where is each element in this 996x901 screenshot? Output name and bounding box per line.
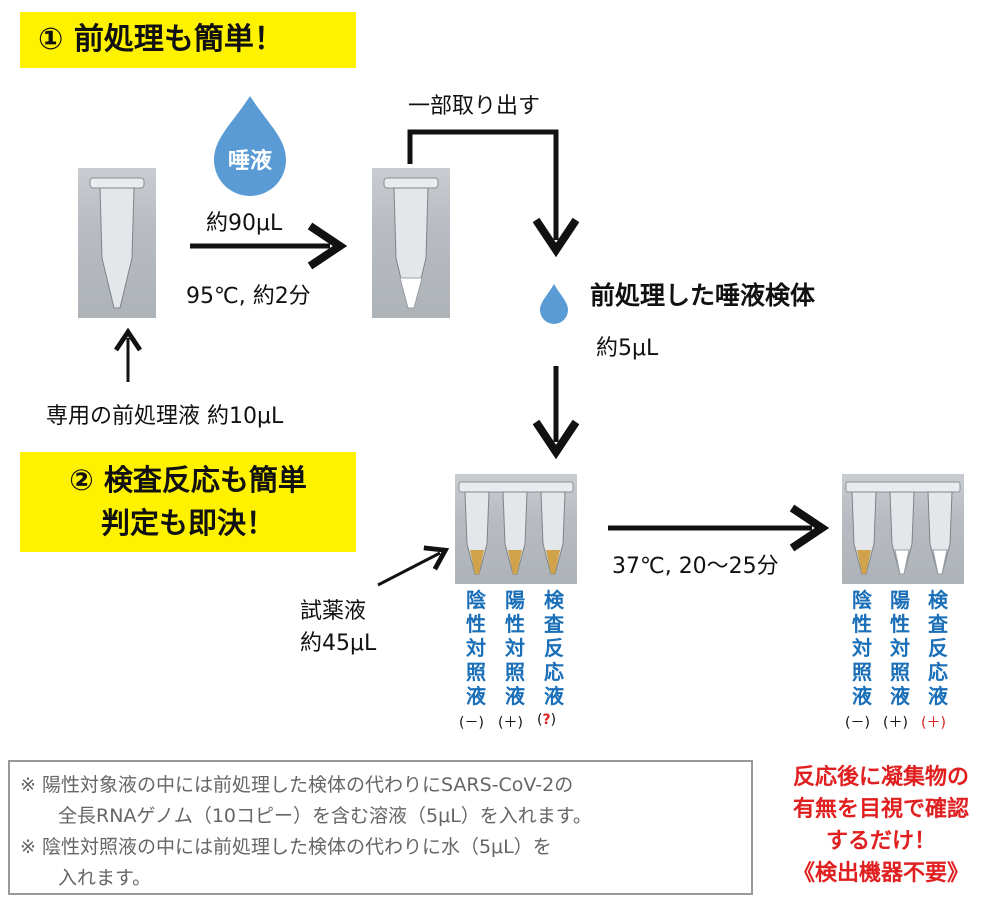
step2-title-line1: ② 検査反応も簡単 [69, 463, 307, 497]
tube-saliva-icon [383, 177, 439, 309]
tube-strip-before-icon [458, 481, 574, 575]
tube-label-negative-before: 陰性対照液 [466, 588, 486, 708]
conclusion-line: するだけ！ [825, 829, 936, 854]
tube-photo-saliva [372, 168, 450, 318]
step2-banner: ② 検査反応も簡単 判定も即決！ [20, 452, 356, 552]
reagent-label: 試薬液 約45μL [300, 596, 376, 660]
tube-label-test-after: 検査反応液 [928, 588, 948, 708]
tube-label-positive-after: 陽性対照液 [890, 588, 910, 708]
tube-strip-after-icon [845, 481, 961, 575]
processed-drop-icon [540, 284, 568, 324]
note-line: ※ 陽性対象液の中には前処理した検体の代わりにSARS-CoV-2の [20, 774, 574, 796]
step1-title: ① 前処理も簡単！ [38, 22, 284, 57]
tube-label-positive-before: 陽性対照液 [505, 588, 525, 708]
saliva-drop-label: 唾液 [227, 149, 272, 174]
take-part-label: 一部取り出す [408, 94, 541, 119]
arrow-take-part [407, 129, 580, 258]
heat-condition-label: 95℃, 約2分 [186, 284, 311, 309]
volume-5-label: 約5μL [596, 336, 659, 361]
processed-sample-label: 前処理した唾液検体 [590, 281, 816, 310]
conclusion-line: 《検出機器不要》 [792, 861, 969, 886]
tube-label-negative-after: 陰性対照液 [852, 588, 872, 708]
saliva-drop-icon [214, 96, 286, 196]
volume-90-label: 約90μL [206, 211, 283, 236]
sign-negative-after: (－) [845, 715, 870, 731]
note-line: 入れます。 [20, 867, 152, 889]
tube-label-test-before: 検査反応液 [544, 588, 564, 708]
tube-empty-icon [89, 177, 145, 309]
sign-test-before: (?) [537, 712, 557, 728]
conclusion-text: 反応後に凝集物の 有無を目視で確認 するだけ！ 《検出機器不要》 [766, 762, 996, 890]
note-line: ※ 陰性対照液の中には前処理した検体の代わりに水（5μL）を [20, 836, 552, 858]
note-line: 全長RNAゲノム（10コピー）を含む溶液（5μL）を入れます。 [20, 805, 592, 827]
step2-title-line2: 判定も即決！ [100, 506, 275, 540]
conclusion-line: 有無を目視で確認 [792, 797, 969, 822]
arrow-reagent [377, 545, 450, 587]
notes-box: ※ 陽性対象液の中には前処理した検体の代わりにSARS-CoV-2の 全長RNA… [8, 760, 753, 895]
sign-negative-before: (－) [459, 715, 484, 731]
sign-positive-before: (＋) [498, 715, 523, 731]
reagent-line2: 約45μL [300, 631, 377, 656]
tube-strip-after [842, 474, 964, 584]
conclusion-line: 反応後に凝集物の [792, 765, 969, 790]
step1-banner: ① 前処理も簡単！ [20, 12, 356, 68]
tube-photo-empty [78, 168, 156, 318]
incubation-label: 37℃, 20～25分 [612, 554, 779, 579]
sign-test-after: (＋) [921, 715, 946, 731]
pre-solution-label: 専用の前処理液 約10μL [46, 404, 284, 429]
tube-strip-before [455, 474, 577, 584]
sign-positive-after: (＋) [883, 715, 908, 731]
reagent-line1: 試薬液 [300, 599, 367, 624]
